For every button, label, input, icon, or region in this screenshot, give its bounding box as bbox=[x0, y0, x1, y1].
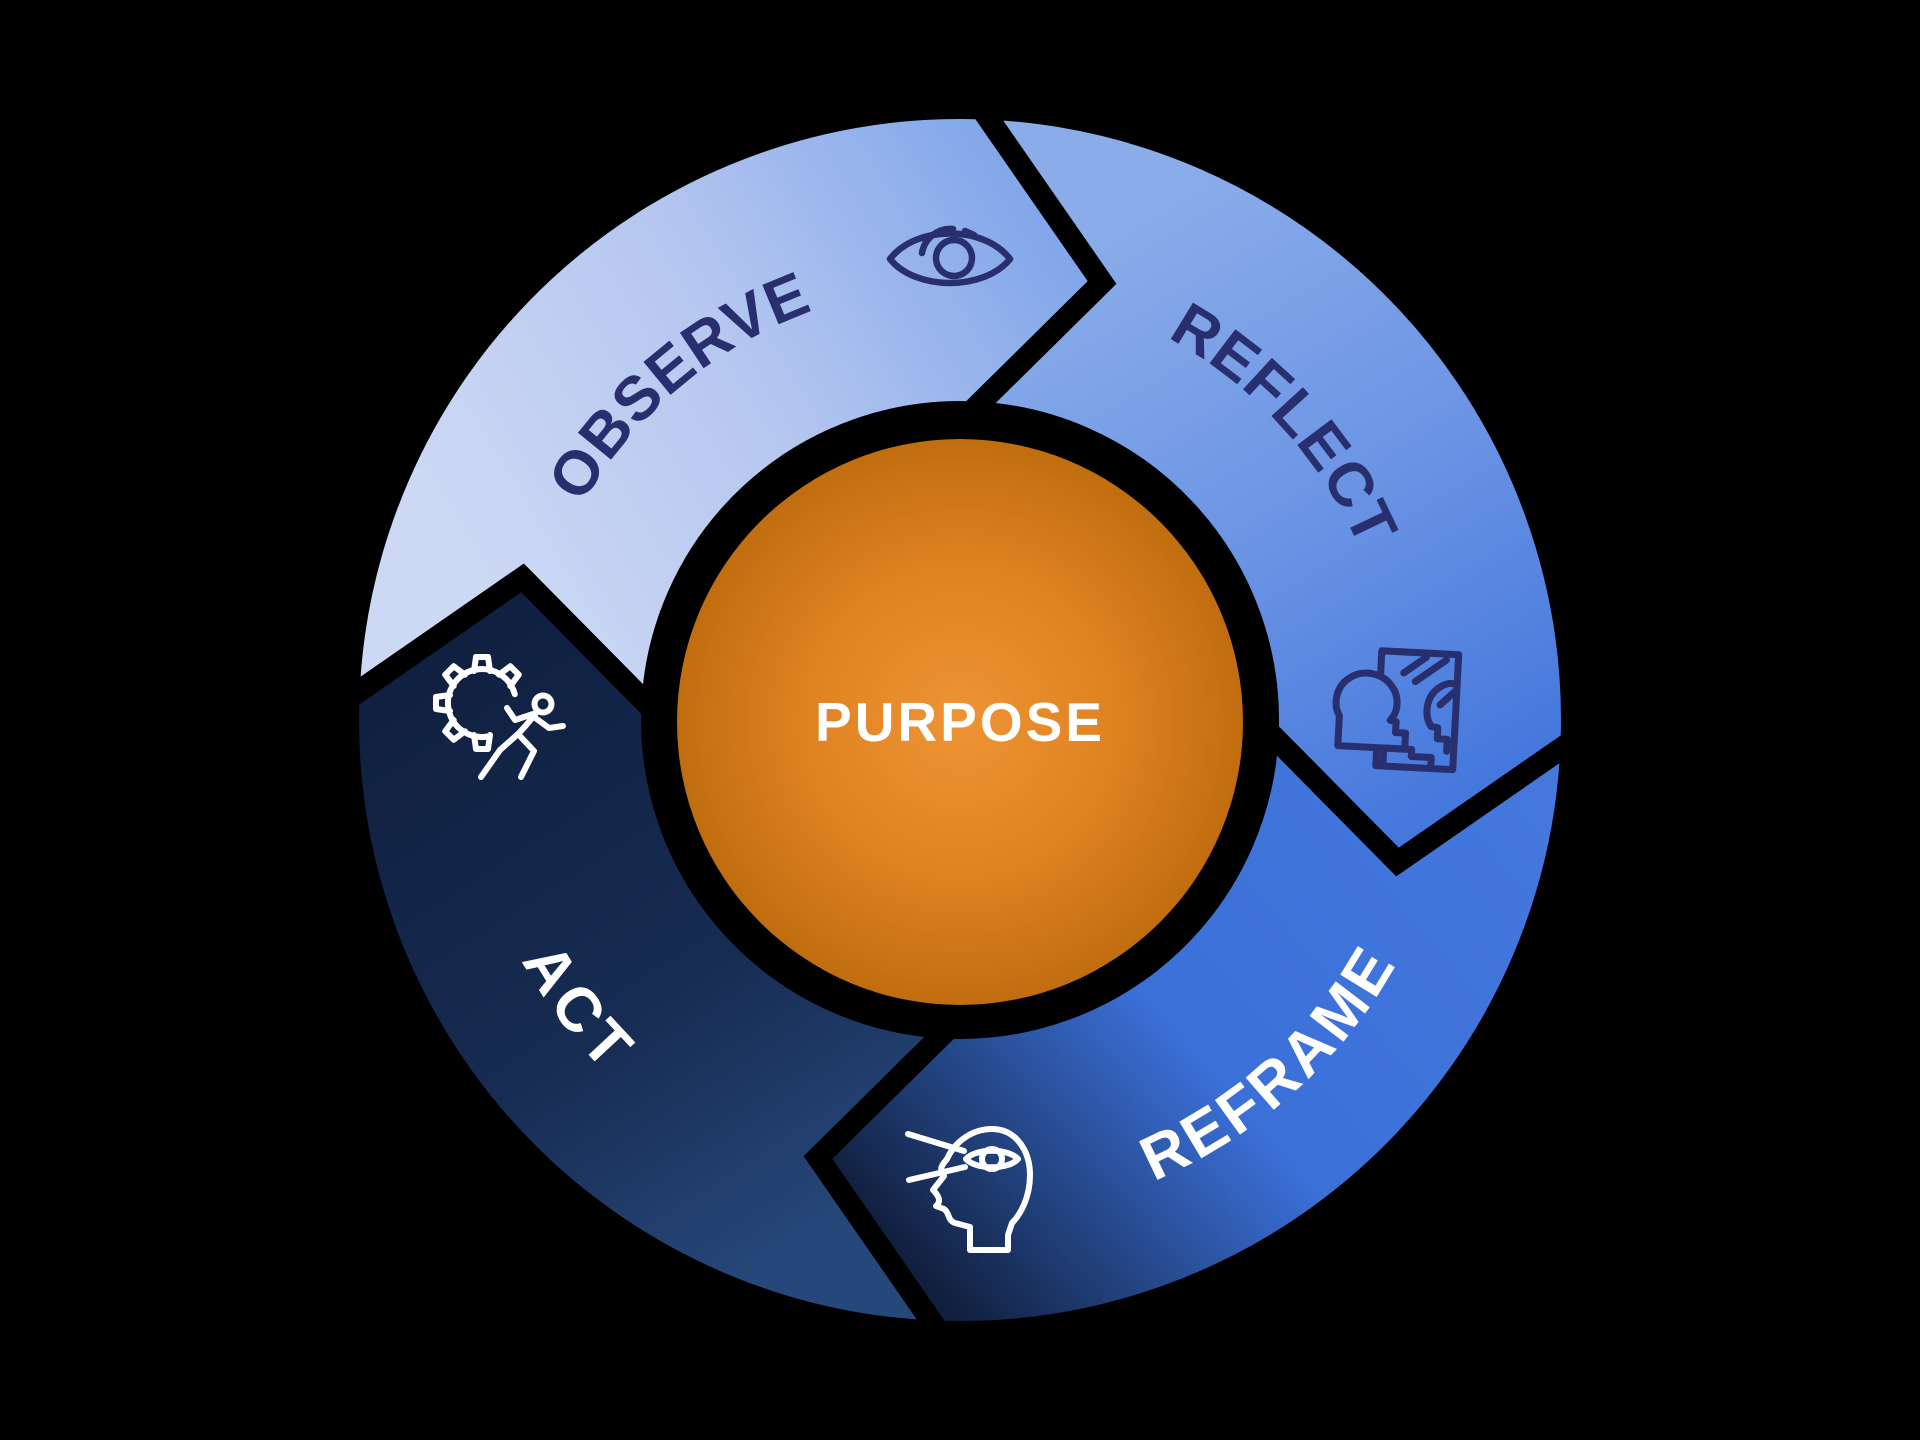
segment-act bbox=[337, 563, 976, 1344]
purpose-circle bbox=[677, 439, 1243, 1005]
purpose-label: PURPOSE bbox=[815, 691, 1105, 753]
head-vision-icon bbox=[905, 1126, 1033, 1253]
segment-observe bbox=[336, 97, 1117, 736]
eye-icon bbox=[886, 225, 1014, 287]
gear-runner-icon bbox=[433, 654, 566, 780]
mirror-reflection-icon bbox=[1332, 647, 1463, 774]
segment-reframe bbox=[803, 704, 1584, 1343]
